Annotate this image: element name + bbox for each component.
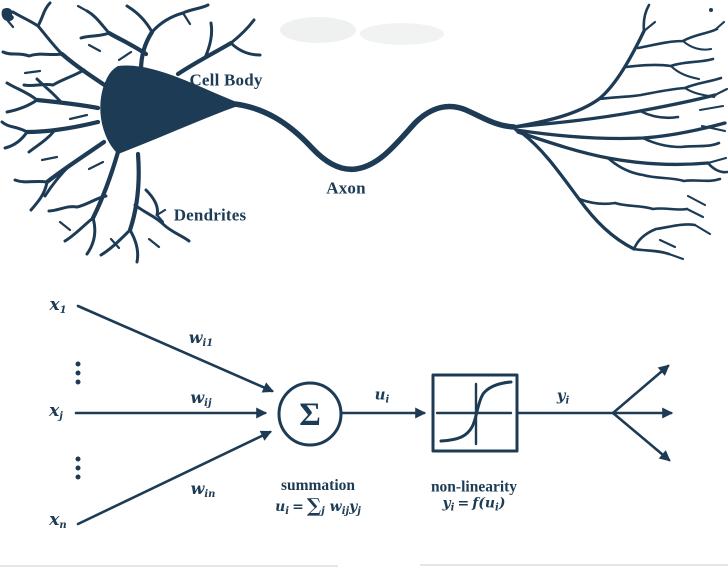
nl-formula-u: u — [484, 495, 496, 512]
sum-formula-w: w — [329, 499, 342, 516]
dendrites-label: Dendrites — [173, 205, 247, 225]
summation-caption: summation ui=∑j wijyj — [275, 477, 361, 517]
nonlinearity-caption: non-linearity yi=f(ui) — [431, 478, 517, 513]
weight-win-label: win — [191, 480, 216, 500]
scan-artifacts — [0, 17, 728, 567]
nl-formula-u-sub: i — [495, 502, 499, 514]
u-signal-sub: i — [385, 394, 390, 406]
sigmoid-curve — [439, 380, 513, 443]
axon-label: Axon — [326, 178, 366, 198]
sigma-symbol: Σ — [299, 396, 321, 433]
vertical-ellipsis-bottom — [75, 456, 81, 480]
u-signal-base: u — [374, 385, 386, 404]
artificial-neuron-diagram — [74, 304, 674, 526]
weight-wij-sub: ij — [204, 398, 212, 409]
input-x1-base: x — [49, 295, 60, 315]
input-x1-label: x1 — [49, 296, 66, 316]
fan-arrow-down — [611, 411, 671, 462]
fan-arrow-up — [611, 364, 670, 415]
nl-formula-y-sub: i — [450, 502, 455, 514]
input-xj-label: xj — [49, 402, 63, 422]
vertical-ellipsis-top — [75, 361, 81, 385]
sigmoid-axes — [435, 382, 513, 446]
sum-formula-u-sub: i — [285, 506, 290, 518]
sum-formula-y: y — [349, 499, 358, 516]
weight-wij-label: wij — [190, 389, 211, 409]
weight-wij-base: w — [190, 388, 205, 407]
nonlinearity-formula: yi=f(ui) — [431, 495, 517, 514]
input-xn-sub: n — [59, 520, 67, 531]
weight-win-base: w — [190, 479, 205, 498]
nl-formula-f: f — [472, 495, 479, 512]
corner-mark — [1, 7, 14, 22]
sum-formula-sigma-sub: j — [321, 506, 325, 518]
corner-mark-tail — [6, 19, 15, 29]
biological-neuron-drawing — [0, 1, 728, 264]
y-signal-label: yi — [556, 386, 570, 407]
dendrites-drawing — [0, 1, 262, 264]
summation-circle — [277, 381, 343, 447]
weight-wi1-base: w — [188, 328, 203, 347]
summation-formula: ui=∑j wijyj — [275, 495, 361, 517]
input-xn-base: x — [49, 510, 60, 530]
nonlinearity-title: non-linearity — [430, 478, 518, 496]
input-x1-sub: 1 — [59, 305, 67, 316]
speck — [709, 8, 713, 12]
sum-formula-equals: = — [292, 499, 304, 516]
axon-path — [232, 101, 517, 173]
sum-formula-w-sub: ij — [341, 506, 350, 518]
y-signal-sub: i — [565, 395, 570, 407]
cell-body-label: Cell Body — [189, 70, 263, 90]
weight-wi1-sub: i1 — [202, 338, 214, 349]
summation-title: summation — [280, 476, 356, 494]
input-xj-sub: j — [59, 411, 63, 422]
nl-formula-equals: = — [457, 495, 470, 512]
cell-body-shape — [100, 65, 238, 154]
nl-formula-y: y — [442, 495, 451, 512]
nl-formula-close-paren: ) — [498, 495, 506, 512]
input-line-x1 — [76, 304, 275, 393]
axon-terminal-drawing — [512, 3, 728, 261]
input-line-xn — [76, 430, 272, 526]
sum-formula-sigma: ∑ — [306, 495, 322, 518]
input-xn-label: xn — [49, 511, 66, 531]
sum-formula-y-sub: j — [357, 506, 361, 518]
nl-formula-open-paren: ( — [478, 495, 485, 512]
sum-formula-u: u — [275, 499, 286, 516]
y-signal-base: y — [556, 386, 566, 405]
weight-win-sub: in — [204, 489, 216, 500]
weight-wi1-label: wi1 — [189, 329, 214, 349]
input-xj-base: x — [49, 401, 60, 421]
u-signal-label: ui — [374, 385, 390, 406]
